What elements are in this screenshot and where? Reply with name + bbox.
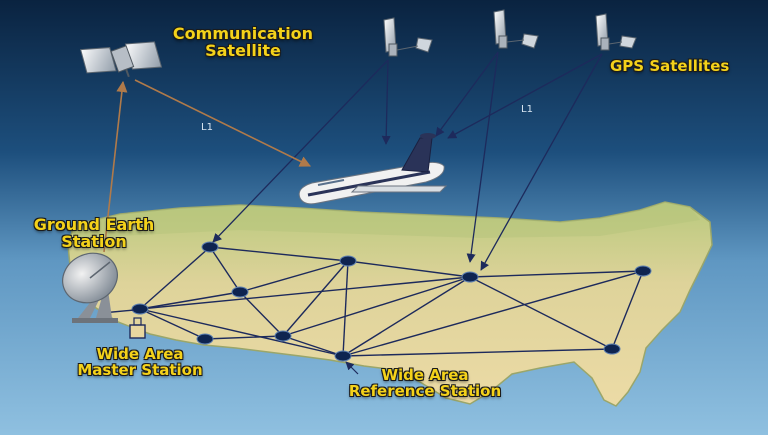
master-station-icon xyxy=(129,317,146,339)
reference-station-node xyxy=(339,255,357,267)
reference-station-nodes xyxy=(131,241,652,362)
wide-area-reference-station-label: Wide Area Reference Station xyxy=(348,366,502,401)
reference-station-node xyxy=(334,350,352,362)
reference-station-node xyxy=(274,330,292,342)
wide-area-master-station-label: Wide Area Master Station xyxy=(77,345,203,380)
usa-north-tint xyxy=(72,202,700,245)
gps-satellite-icon xyxy=(383,17,433,57)
reference-station-node xyxy=(196,333,214,345)
reference-station-node xyxy=(603,343,621,355)
communication-satellite-icon xyxy=(80,41,163,78)
reference-station-node xyxy=(131,303,149,315)
reference-station-node xyxy=(201,241,219,253)
gps-satellite-icon xyxy=(493,9,539,49)
gps-signal-lines xyxy=(212,51,603,271)
gps-satellites-label: GPS Satellites xyxy=(610,57,730,75)
ground-earth-station-label: Ground Earth Station xyxy=(33,215,155,252)
l1-left-label: L1 xyxy=(201,122,213,133)
communication-satellite-label: Communication Satellite xyxy=(172,24,314,61)
communication-links xyxy=(103,79,312,253)
l1-right-label: L1 xyxy=(521,104,533,115)
reference-station-node xyxy=(634,265,652,277)
gps-satellite-icon xyxy=(595,13,637,51)
ground-network xyxy=(139,246,644,357)
reference-station-node xyxy=(461,271,479,283)
reference-station-pointer xyxy=(345,361,359,375)
satellite-dish-icon xyxy=(62,252,118,323)
airplane-icon xyxy=(298,133,448,205)
reference-station-node xyxy=(231,286,249,298)
